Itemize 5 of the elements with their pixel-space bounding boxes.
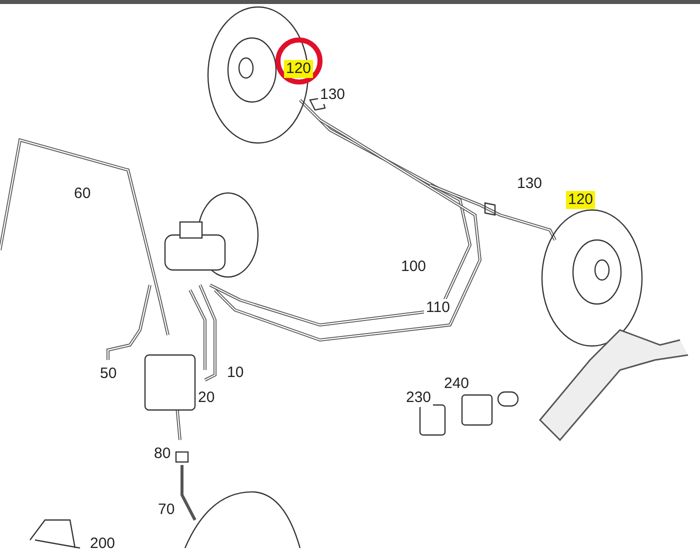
callout-number: 230 <box>404 389 434 407</box>
callout-number: 120 <box>284 60 314 78</box>
callout-number: 130 <box>318 86 348 104</box>
callout-number: 120 <box>566 191 596 209</box>
callout-number: 200 <box>88 535 118 550</box>
